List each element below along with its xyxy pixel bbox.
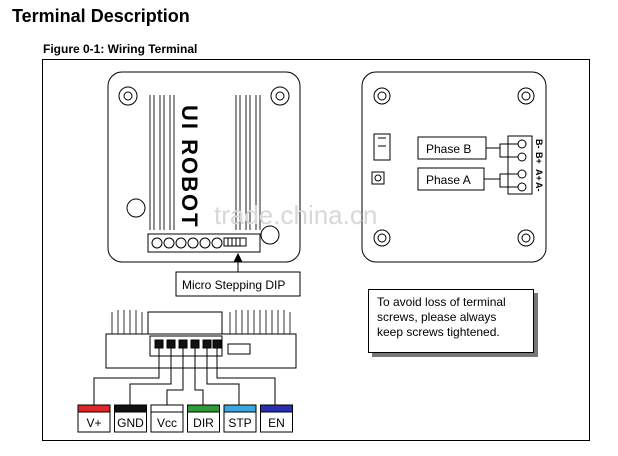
- driver-logo: UI ROBOT: [177, 105, 202, 229]
- terminal-color-bar: [150, 404, 184, 413]
- terminal-color-bar: [187, 404, 220, 413]
- a-minus-label: A-: [534, 182, 544, 192]
- driver-rear-view: [361, 71, 547, 263]
- terminal-label-box: [187, 411, 220, 433]
- phase-b-label: Phase B: [426, 142, 471, 156]
- terminal-label: DIR: [193, 416, 214, 430]
- terminal-label: V+: [86, 416, 101, 430]
- driver-side-view: [93, 310, 297, 406]
- terminal-label: STP: [228, 416, 251, 430]
- a-plus-label: A+: [534, 169, 544, 181]
- b-plus-label: B+: [534, 152, 544, 164]
- terminal-label-box: [77, 411, 111, 433]
- terminal-label-box: [223, 411, 257, 433]
- driver-top-view: [107, 71, 301, 276]
- figure-caption: Figure 0-1: Wiring Terminal: [43, 42, 198, 56]
- figure-frame: [42, 59, 590, 441]
- terminal-label-box: [260, 411, 293, 433]
- micro-stepping-dip-label: Micro Stepping DIP: [182, 278, 285, 292]
- phase-b-box: [417, 136, 487, 160]
- phase-a-box: [417, 167, 485, 191]
- terminal-labels: V+ GND Vcc DIR STP EN: [77, 404, 293, 433]
- warning-note: To avoid loss of terminal screws, please…: [368, 289, 534, 353]
- dip-label-box: [175, 271, 301, 297]
- terminal-color-bar: [223, 404, 257, 413]
- watermark: trade.china.cn: [214, 200, 377, 230]
- terminal-label: Vcc: [157, 416, 177, 430]
- terminal-color-bar: [260, 404, 293, 413]
- b-minus-label: B-: [534, 139, 544, 149]
- terminal-color-bar: [114, 404, 147, 413]
- phase-a-label: Phase A: [426, 173, 471, 187]
- terminal-color-bar: [77, 404, 111, 413]
- page-title: Terminal Description: [12, 6, 190, 26]
- terminal-label: GND: [117, 416, 144, 430]
- terminal-label-box: [150, 411, 184, 433]
- terminal-label-box: [114, 411, 147, 433]
- terminal-label: EN: [268, 416, 285, 430]
